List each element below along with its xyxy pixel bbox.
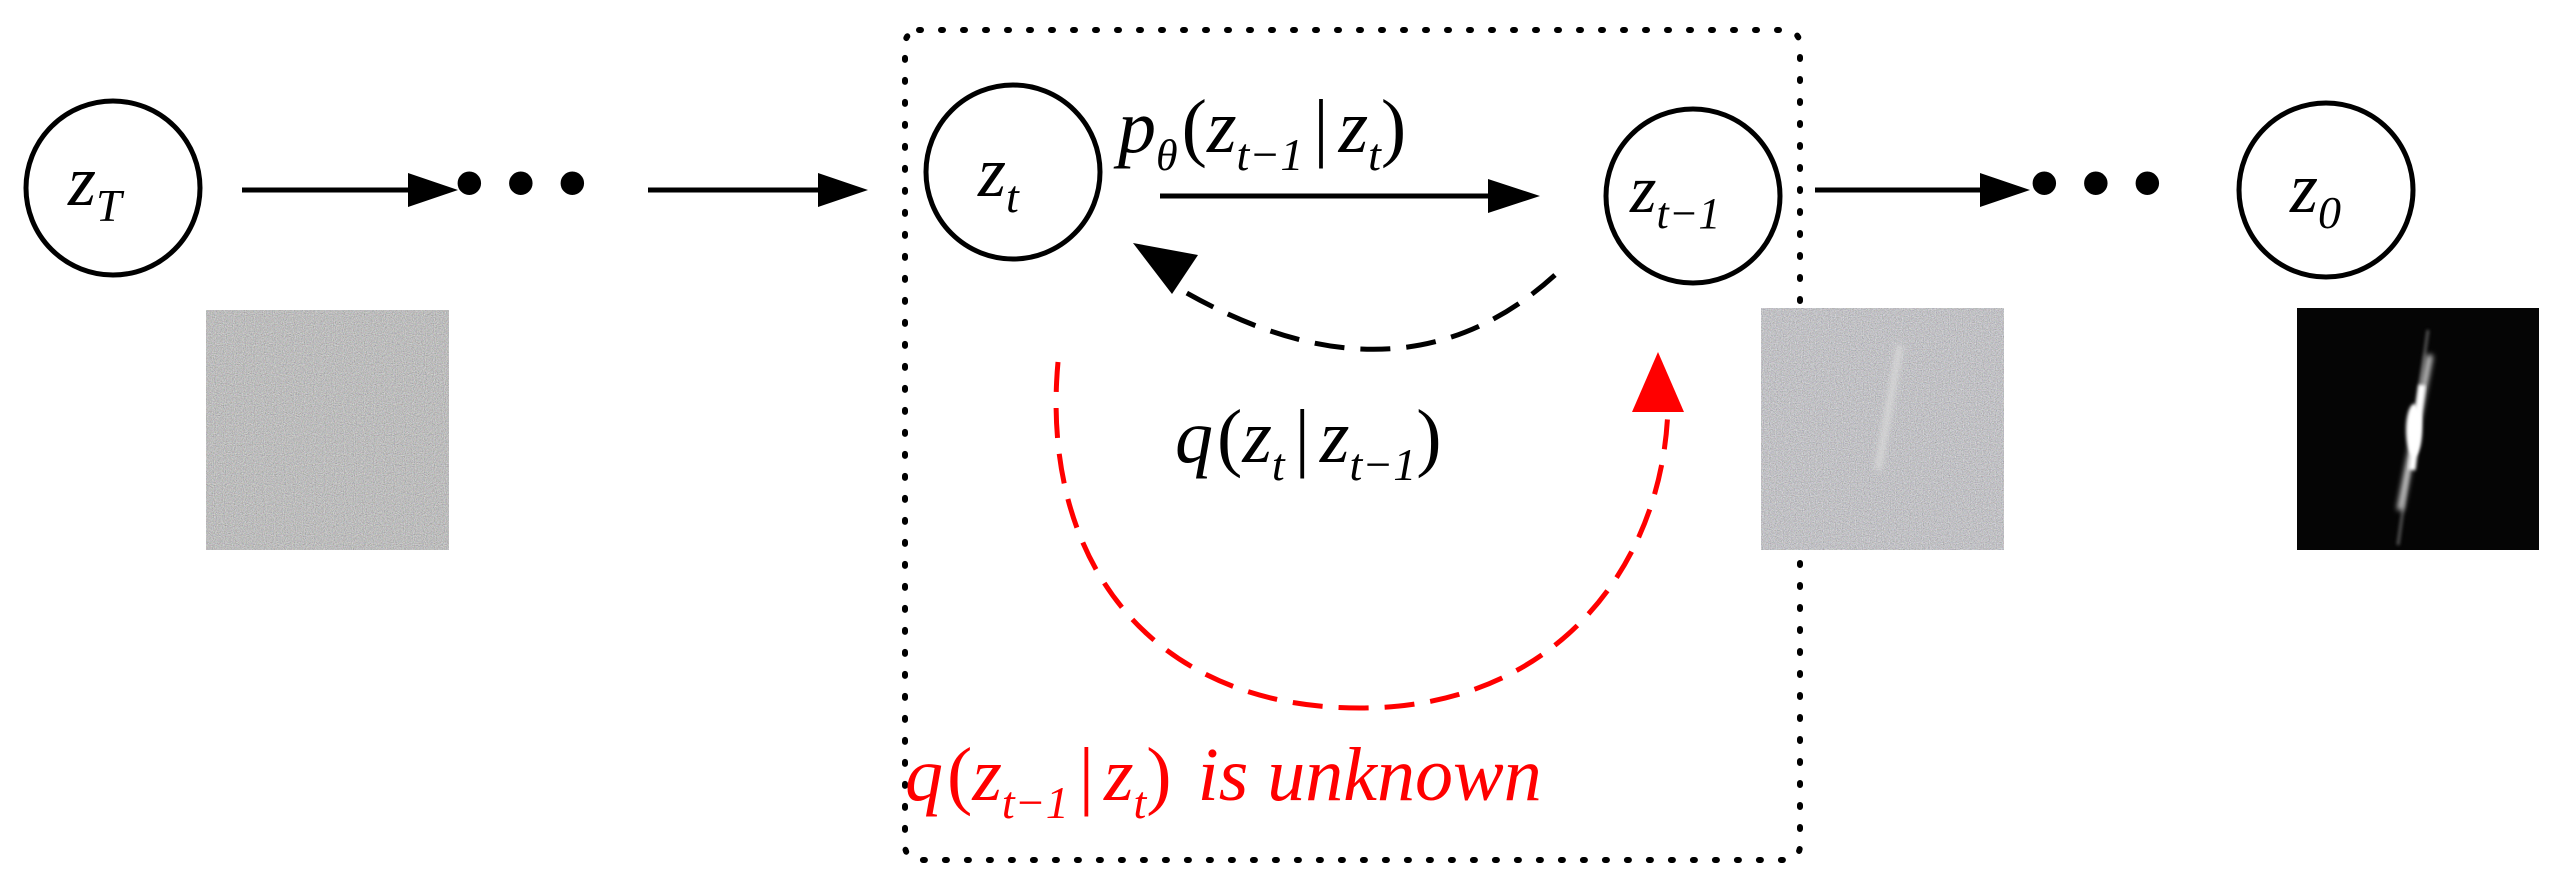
label-q-forward: q(zt|zt−1) bbox=[1175, 395, 1442, 490]
svg-text:z0: z0 bbox=[2289, 148, 2341, 238]
svg-text:zt: zt bbox=[977, 132, 1020, 222]
node-z0-base: z bbox=[2289, 148, 2318, 228]
arrow-ellipsis-to-zt bbox=[648, 173, 868, 207]
node-ztm1: zt−1 bbox=[1603, 106, 1783, 286]
arc-unknown-reverse bbox=[1053, 352, 1684, 711]
node-zT: zT bbox=[23, 98, 203, 278]
node-zt-sub: t bbox=[1006, 171, 1020, 222]
arrow-zt-to-ztm1 bbox=[1160, 179, 1540, 213]
svg-text:zT: zT bbox=[67, 141, 125, 231]
node-zt-base: z bbox=[977, 132, 1006, 212]
node-z0-circle bbox=[2236, 100, 2416, 280]
arc-forward-q bbox=[1133, 243, 1557, 352]
node-zT-circle bbox=[23, 98, 203, 278]
node-z0-sub: 0 bbox=[2318, 187, 2341, 238]
node-zt-circle bbox=[923, 82, 1103, 262]
svg-text:zt−1: zt−1 bbox=[1629, 151, 1720, 238]
ellipsis-left: • • • bbox=[455, 137, 587, 228]
clean-image-z0 bbox=[2297, 308, 2539, 550]
node-zT-sub: T bbox=[96, 180, 125, 231]
ellipsis-right: • • • bbox=[2030, 137, 2162, 228]
node-zt: zt bbox=[923, 82, 1103, 262]
node-ztm1-base: z bbox=[1629, 151, 1656, 227]
noise-image-zT bbox=[206, 310, 449, 550]
node-ztm1-circle bbox=[1603, 106, 1783, 286]
node-zT-base: z bbox=[67, 141, 96, 221]
label-p-theta: pθ(zt−1|zt) bbox=[1113, 85, 1406, 180]
partial-image-ztm1 bbox=[1761, 308, 2004, 550]
node-ztm1-sub: t−1 bbox=[1656, 189, 1720, 238]
node-z0: z0 bbox=[2236, 100, 2416, 280]
arrow-zT-to-ellipsis bbox=[242, 173, 458, 207]
arrow-ztm1-to-ellipsis bbox=[1815, 173, 2030, 207]
label-q-unknown: q(zt−1|zt)is unknown bbox=[905, 733, 1542, 828]
